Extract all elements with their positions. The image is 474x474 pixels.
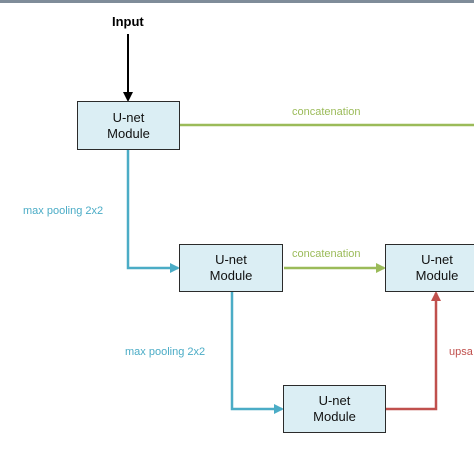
upsample-arrow bbox=[386, 291, 441, 411]
input-label: Input bbox=[112, 14, 144, 29]
module-1-line1: U-net bbox=[112, 109, 145, 125]
pool-arrow-1 bbox=[126, 149, 180, 273]
module-1-line2: Module bbox=[107, 125, 150, 141]
pool-2-label: max pooling 2x2 bbox=[125, 346, 206, 358]
concat-top-label: concatenation bbox=[292, 106, 361, 118]
unet-module-1: U-net Module bbox=[77, 101, 180, 150]
upsample-label: upsa bbox=[449, 346, 473, 358]
module-4-line2: Module bbox=[415, 268, 459, 283]
pool-1-label: max pooling 2x2 bbox=[23, 205, 104, 217]
unet-module-2: U-net Module bbox=[179, 244, 283, 292]
module-4-line1: U-net bbox=[421, 252, 453, 267]
concat-mid-label: concatenation bbox=[292, 248, 361, 260]
module-3-line2: Module bbox=[313, 409, 356, 424]
pool-arrow-2 bbox=[230, 292, 284, 414]
top-border bbox=[0, 0, 474, 3]
module-2-line2: Module bbox=[209, 268, 253, 283]
unet-module-4: U-net Module bbox=[385, 244, 474, 292]
unet-module-3: U-net Module bbox=[283, 385, 386, 433]
module-3-line1: U-net bbox=[318, 393, 351, 408]
module-2-line1: U-net bbox=[215, 252, 247, 267]
